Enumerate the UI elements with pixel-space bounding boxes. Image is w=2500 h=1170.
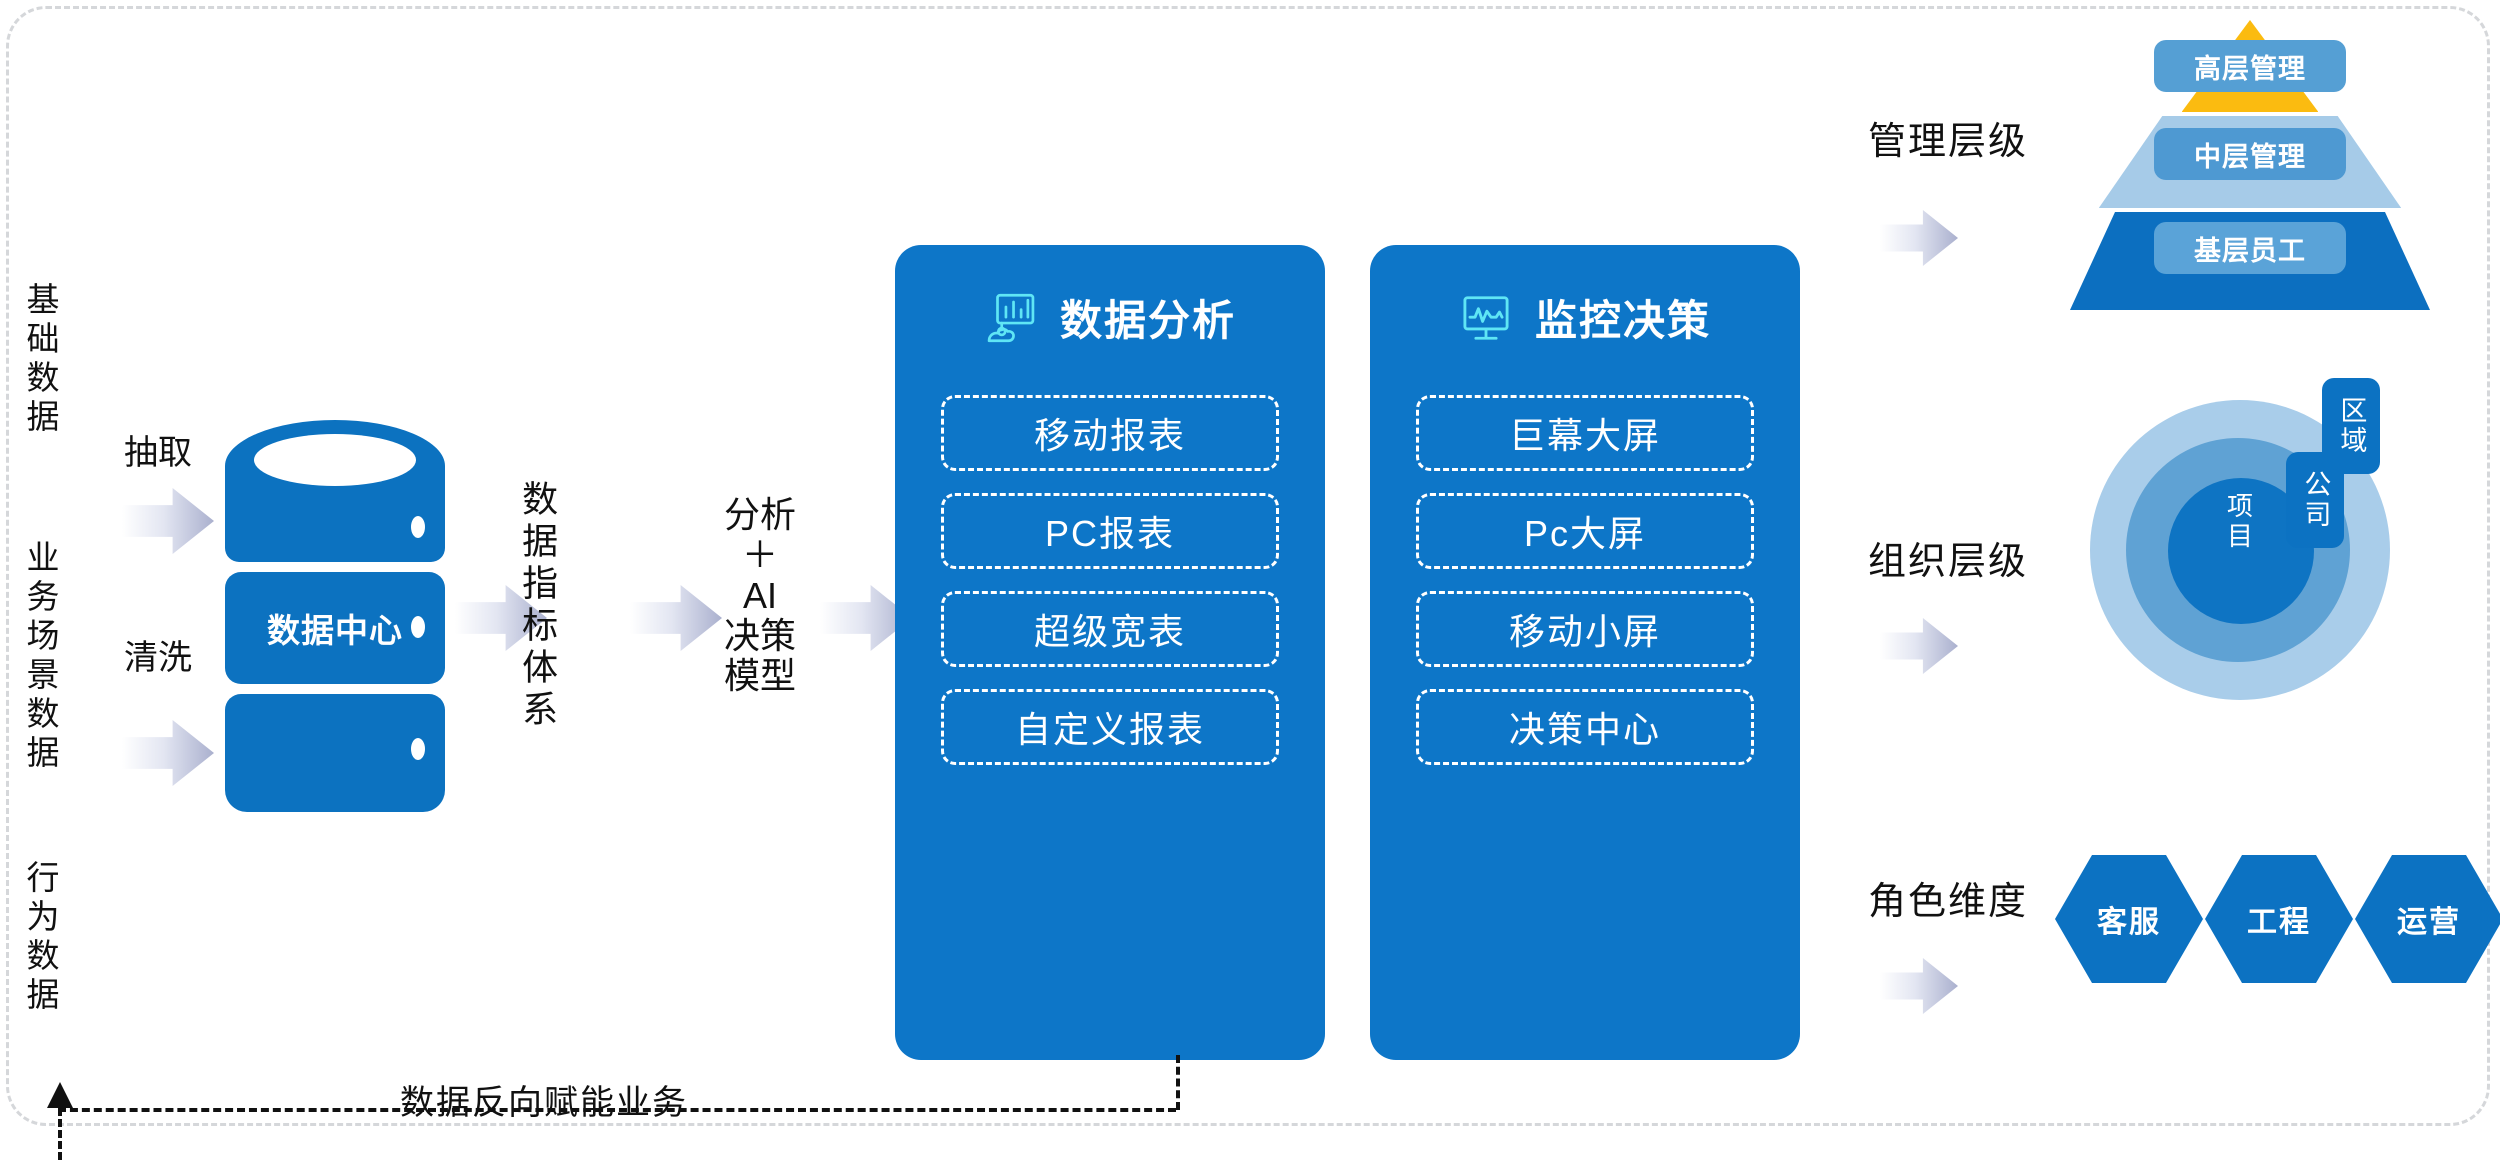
cylinder-bottom-segment — [225, 694, 445, 812]
feedback-arrow-head — [47, 1082, 73, 1108]
ingest-label-extract: 抽取 — [124, 434, 192, 472]
dimension-label-org-level: 组织层级 — [1868, 541, 2029, 583]
cylinder-top-hole — [253, 434, 417, 486]
data-center-label: 数据中心 — [267, 612, 403, 649]
pyramid-chip-middle-management[interactable]: 中层管理 — [2154, 128, 2346, 180]
panel-monitoring-decision-items: 巨幕大屏 Pc大屏 移动小屏 决策中心 — [1416, 395, 1754, 787]
panel-data-analysis[interactable]: 数据分析 移动报表 PC报表 超级宽表 自定义报表 — [895, 245, 1325, 1060]
outer-dashed-frame — [6, 6, 2490, 1126]
concentric-org-level: 项目 区域 公司 — [2090, 378, 2420, 700]
chip-decision-center[interactable]: 决策中心 — [1416, 689, 1754, 765]
process-label-metrics-system: 数据指标体系 — [517, 480, 559, 732]
org-chip-region[interactable]: 区域 — [2322, 378, 2380, 474]
feedback-line-left — [58, 1108, 62, 1160]
hexagon-engineering[interactable]: 工程 — [2205, 855, 2353, 983]
data-center-box: 数据中心 — [225, 572, 445, 684]
org-core-label-project: 项目 — [2223, 492, 2254, 552]
chip-mobile-report[interactable]: 移动报表 — [941, 395, 1279, 471]
panel-monitoring-decision-title: 监控决策 — [1534, 297, 1711, 344]
pyramid-management-level: 高层管理 中层管理 基层员工 — [2070, 20, 2430, 320]
monitor-waveform-icon — [1459, 291, 1513, 345]
chip-custom-report[interactable]: 自定义报表 — [941, 689, 1279, 765]
dashboard-chart-icon — [984, 291, 1038, 345]
cylinder-top-segment — [225, 420, 445, 562]
cylinder-indicator-dot-mid — [411, 616, 425, 638]
chip-super-wide-table[interactable]: 超级宽表 — [941, 591, 1279, 667]
chip-giant-screen[interactable]: 巨幕大屏 — [1416, 395, 1754, 471]
chip-mobile-screen[interactable]: 移动小屏 — [1416, 591, 1754, 667]
feedback-line-right — [1176, 1055, 1180, 1110]
dimension-label-role-dimension: 角色维度 — [1868, 881, 2029, 923]
pyramid-chip-senior-management[interactable]: 高层管理 — [2154, 40, 2346, 92]
ingest-label-clean: 清洗 — [124, 639, 192, 677]
panel-monitoring-decision[interactable]: 监控决策 巨幕大屏 Pc大屏 移动小屏 决策中心 — [1370, 245, 1800, 1060]
cylinder-indicator-dot-bottom — [411, 738, 425, 760]
ai-model-line3: AI — [742, 574, 777, 616]
source-label-behavior-data: 行为数据 — [21, 860, 59, 1016]
data-center-cylinder: 数据中心 — [225, 420, 445, 830]
chip-pc-report[interactable]: PC报表 — [941, 493, 1279, 569]
pyramid-chip-frontline-staff[interactable]: 基层员工 — [2154, 222, 2346, 274]
panel-data-analysis-items: 移动报表 PC报表 超级宽表 自定义报表 — [941, 395, 1279, 787]
org-chip-company[interactable]: 公司 — [2286, 452, 2344, 548]
ai-model-line2: ＋ — [741, 534, 778, 576]
ai-model-line1: 分析 — [723, 494, 796, 535]
panel-data-analysis-header: 数据分析 — [895, 287, 1325, 348]
source-label-business-scenario-data: 业务场景数据 — [21, 540, 59, 774]
panel-monitoring-decision-header: 监控决策 — [1370, 287, 1800, 348]
process-label-analysis-ai-model: 分析 ＋ AI 决策 模型 — [700, 494, 820, 697]
ai-model-line5: 模型 — [723, 655, 796, 697]
cylinder-indicator-dot-top — [411, 516, 425, 538]
ai-model-line4: 决策 — [723, 614, 796, 656]
hexagon-customer-service[interactable]: 客服 — [2055, 855, 2203, 983]
chip-pc-screen[interactable]: Pc大屏 — [1416, 493, 1754, 569]
panel-data-analysis-title: 数据分析 — [1059, 297, 1236, 344]
source-label-basic-data: 基础数据 — [21, 282, 59, 438]
dimension-label-management-level: 管理层级 — [1868, 121, 2029, 163]
feedback-label: 数据反向赋能业务 — [400, 1084, 688, 1122]
feedback-line-bottom — [58, 1108, 1176, 1112]
